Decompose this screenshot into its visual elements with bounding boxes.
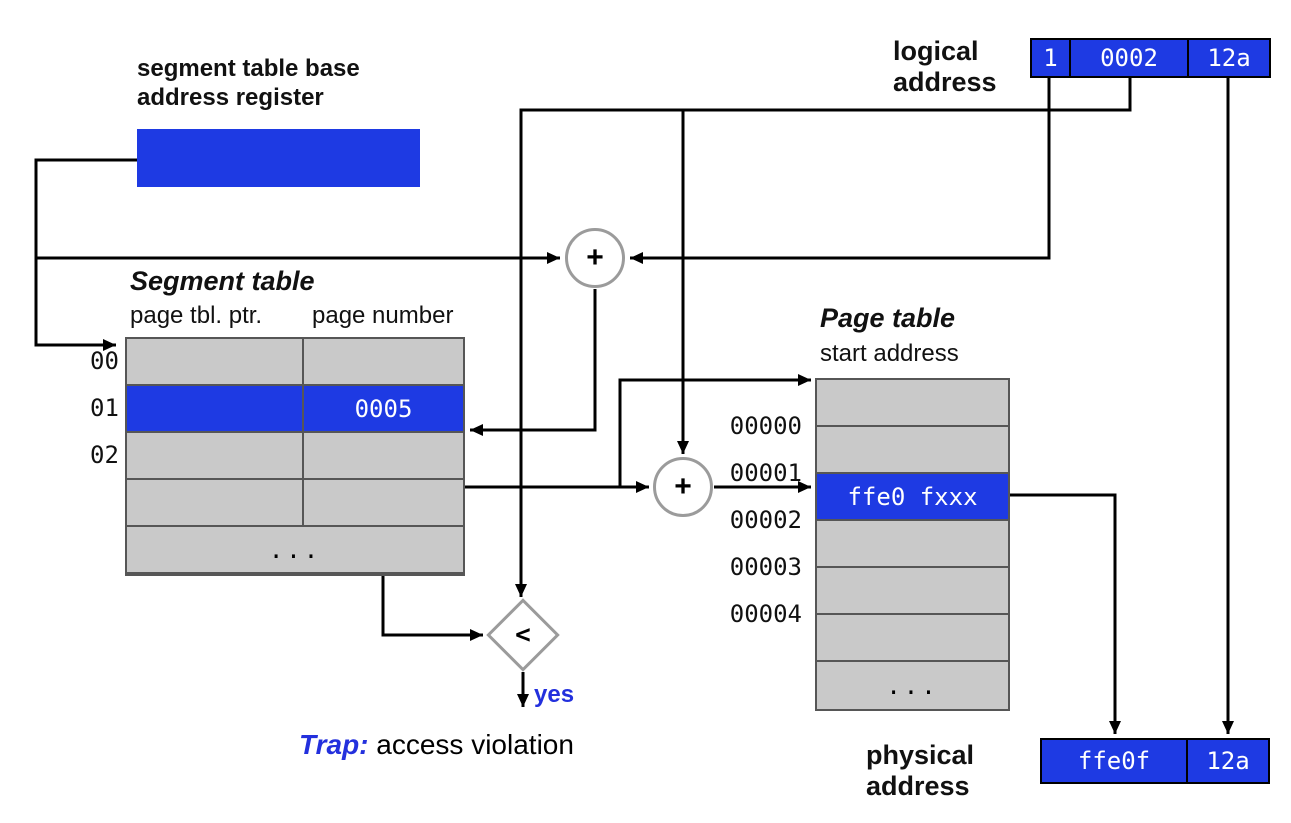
segment-row-label-00: 00	[90, 347, 119, 375]
segment-row-label-01: 01	[90, 394, 119, 422]
adder-1-circle: +	[565, 228, 625, 288]
page-table-row-label-00003: 00003	[729, 553, 802, 581]
page-table-row-label-00002: 00002	[729, 506, 802, 534]
page-table-subtitle: start address	[820, 340, 959, 367]
physical-address-frame-field: ffe0f	[1042, 740, 1188, 782]
physical-address-box: ffe0f 12a	[1040, 738, 1270, 784]
segment-table-column-divider	[302, 339, 304, 525]
adder-2-circle: +	[653, 457, 713, 517]
segment-table: 0005 ...	[125, 337, 465, 576]
trap-text: access violation	[376, 729, 574, 760]
plus-icon: +	[674, 470, 692, 503]
plus-icon: +	[586, 241, 604, 274]
page-table-row	[817, 568, 1008, 615]
page-table-row	[817, 521, 1008, 568]
segment-table-col1-header: page tbl. ptr.	[130, 302, 263, 329]
wire-base-register-to-segment-table	[34, 158, 137, 351]
logical-address-page-field: 0002	[1071, 40, 1189, 76]
logical-address-label: logical address	[893, 36, 997, 97]
segment-page-number-value: 0005	[354, 394, 413, 423]
segment-table-selected-row: 0005	[127, 386, 463, 433]
page-table-row	[817, 615, 1008, 662]
page-table-row-label-00004: 00004	[729, 600, 802, 628]
page-table: ffe0 fxxx ...	[815, 378, 1010, 711]
page-table-row	[817, 427, 1008, 474]
yes-label: yes	[534, 681, 575, 708]
base-register-box	[137, 129, 420, 187]
wire-frame-to-physical-address	[1010, 493, 1121, 734]
segment-table-row	[127, 433, 463, 480]
logical-address-box: 1 0002 12a	[1030, 38, 1271, 78]
page-table-row	[817, 380, 1008, 427]
trap-label: Trap: access violation	[299, 729, 574, 761]
page-table-ellipsis-row: ...	[817, 662, 1008, 709]
base-register-label: segment table base address register	[137, 55, 360, 111]
physical-address-label: physical address	[866, 740, 975, 801]
wire-adder1-to-segment-entry	[470, 289, 597, 436]
page-table-selected-row: ffe0 fxxx	[817, 474, 1008, 521]
less-than-icon: <	[515, 620, 531, 650]
physical-address-offset-field: 12a	[1206, 747, 1250, 775]
page-table-row-label-00000: 00000	[729, 412, 802, 440]
comparator-diamond: <	[486, 598, 560, 672]
segment-row-label-02: 02	[90, 441, 119, 469]
segment-table-title: Segment table	[130, 266, 315, 296]
segment-table-row	[127, 480, 463, 527]
logical-address-segment-field: 1	[1032, 40, 1071, 76]
segment-table-col2-header: page number	[312, 302, 454, 329]
trap-word: Trap:	[299, 729, 369, 760]
segment-table-ellipsis-row: ...	[127, 527, 463, 574]
wire-segment-number-to-adder1	[630, 77, 1051, 264]
logical-address-offset-field: 12a	[1207, 44, 1251, 72]
ellipsis-text: ...	[268, 535, 322, 564]
segment-table-row	[127, 339, 463, 386]
page-table-entry-value: ffe0 fxxx	[847, 482, 978, 511]
ellipsis-text: ...	[886, 671, 939, 700]
page-table-row-label-00001: 00001	[729, 459, 802, 487]
page-table-title: Page table	[820, 303, 956, 333]
